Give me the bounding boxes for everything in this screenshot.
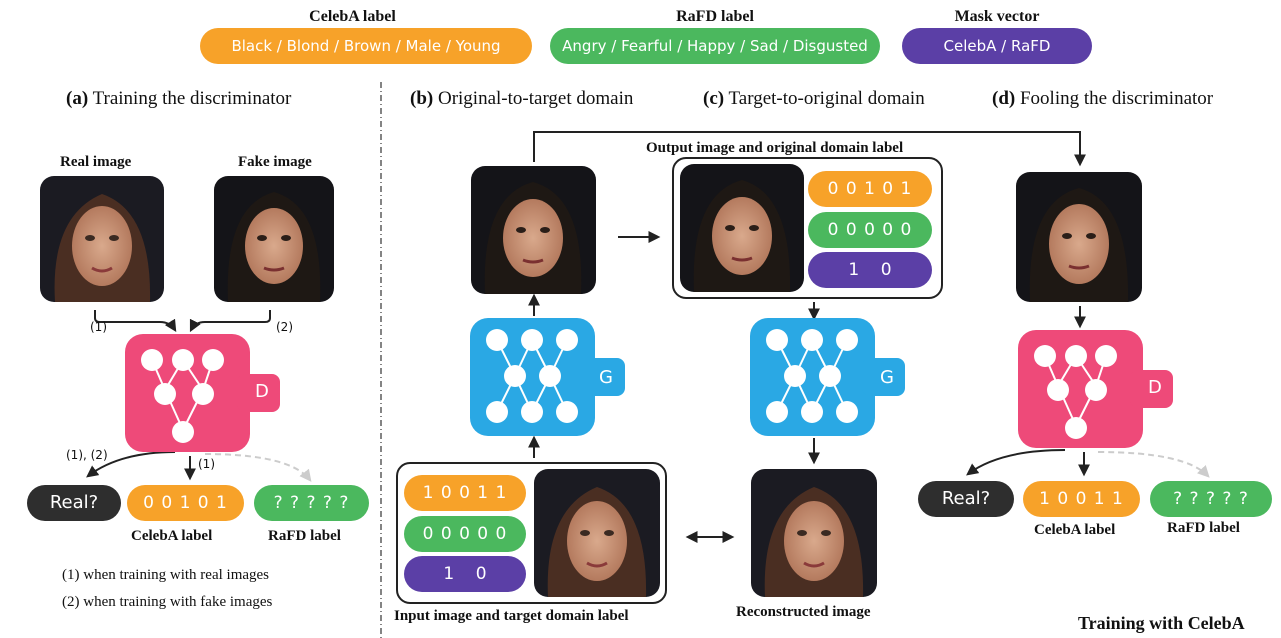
fake-image-label: Fake image xyxy=(238,154,312,170)
output-image-group xyxy=(672,157,943,299)
discriminator-network xyxy=(125,334,280,452)
mask-legend-pill: CelebA / RaFD xyxy=(902,28,1092,64)
celeba-output-pill-d: 1 0 0 1 1 xyxy=(1023,481,1140,517)
celeba-caption: CelebA label xyxy=(131,528,213,544)
reconstructed-label: Reconstructed image xyxy=(736,604,871,620)
section-d-title: (d) Fooling the discriminator xyxy=(992,88,1214,109)
fake-face-image xyxy=(214,176,334,302)
input-group-label: Input image and target domain label xyxy=(394,608,629,624)
generated-face-image xyxy=(471,166,596,294)
celeba-legend-pill: Black / Blond / Brown / Male / Young xyxy=(200,28,532,64)
input-image-group xyxy=(396,462,667,604)
discriminator-d-label-d: D xyxy=(1148,377,1162,398)
rafd-output-pill: ? ? ? ? ? xyxy=(254,485,369,521)
input-face-image xyxy=(534,469,660,597)
rafd-caption: RaFD label xyxy=(268,528,341,544)
section-a-title: (a) Training the discriminator xyxy=(66,88,292,109)
footer-caption: Training with CelebA xyxy=(1078,613,1245,633)
mask-legend-title: Mask vector xyxy=(954,8,1040,25)
generator-g-label-c: G xyxy=(880,367,894,388)
discriminator-network-d xyxy=(1018,330,1173,448)
celeba-output-pill: 0 0 1 0 1 xyxy=(127,485,244,521)
reconstructed-face-image xyxy=(751,469,877,597)
generator-g-label-b: G xyxy=(599,367,613,388)
rafd-caption-d: RaFD label xyxy=(1167,520,1240,536)
arrow-label-1-2: (1), (2) xyxy=(66,448,108,462)
real-output-pill: Real? xyxy=(27,485,121,521)
output-rafd-pill: 0 0 0 0 0 xyxy=(808,212,932,248)
output-face-image xyxy=(680,164,804,292)
output-group-label: Output image and original domain label xyxy=(646,140,904,156)
output-celeba-pill: 0 0 1 0 1 xyxy=(808,171,932,207)
real-output-pill-d: Real? xyxy=(918,481,1014,517)
input-mask-pill: 1 0 xyxy=(404,556,526,592)
generator-network-b xyxy=(470,318,625,436)
rafd-output-pill-d: ? ? ? ? ? xyxy=(1150,481,1272,517)
discriminator-d-label: D xyxy=(255,381,269,402)
output-mask-pill: 1 0 xyxy=(808,252,932,288)
input-celeba-pill: 1 0 0 1 1 xyxy=(404,475,526,511)
arrow-label-2: (2) xyxy=(276,320,293,334)
legend-fake: (2) when training with fake images xyxy=(62,594,273,610)
arrow-label-1: (1) xyxy=(90,320,107,334)
section-c-title: (c) Target-to-original domain xyxy=(703,88,925,109)
legend-real: (1) when training with real images xyxy=(62,567,270,583)
input-rafd-pill: 0 0 0 0 0 xyxy=(404,516,526,552)
real-face-image xyxy=(40,176,164,302)
section-b-title: (b) Original-to-target domain xyxy=(410,88,634,109)
rafd-legend-title: RaFD label xyxy=(676,8,754,25)
fake-face-image-d xyxy=(1016,172,1142,302)
real-image-label: Real image xyxy=(60,154,132,170)
arrow-label-1b: (1) xyxy=(198,457,215,471)
celeba-caption-d: CelebA label xyxy=(1034,522,1116,538)
celeba-legend-title: CelebA label xyxy=(309,8,396,25)
generator-network-c xyxy=(750,318,905,436)
rafd-legend-pill: Angry / Fearful / Happy / Sad / Disguste… xyxy=(550,28,880,64)
